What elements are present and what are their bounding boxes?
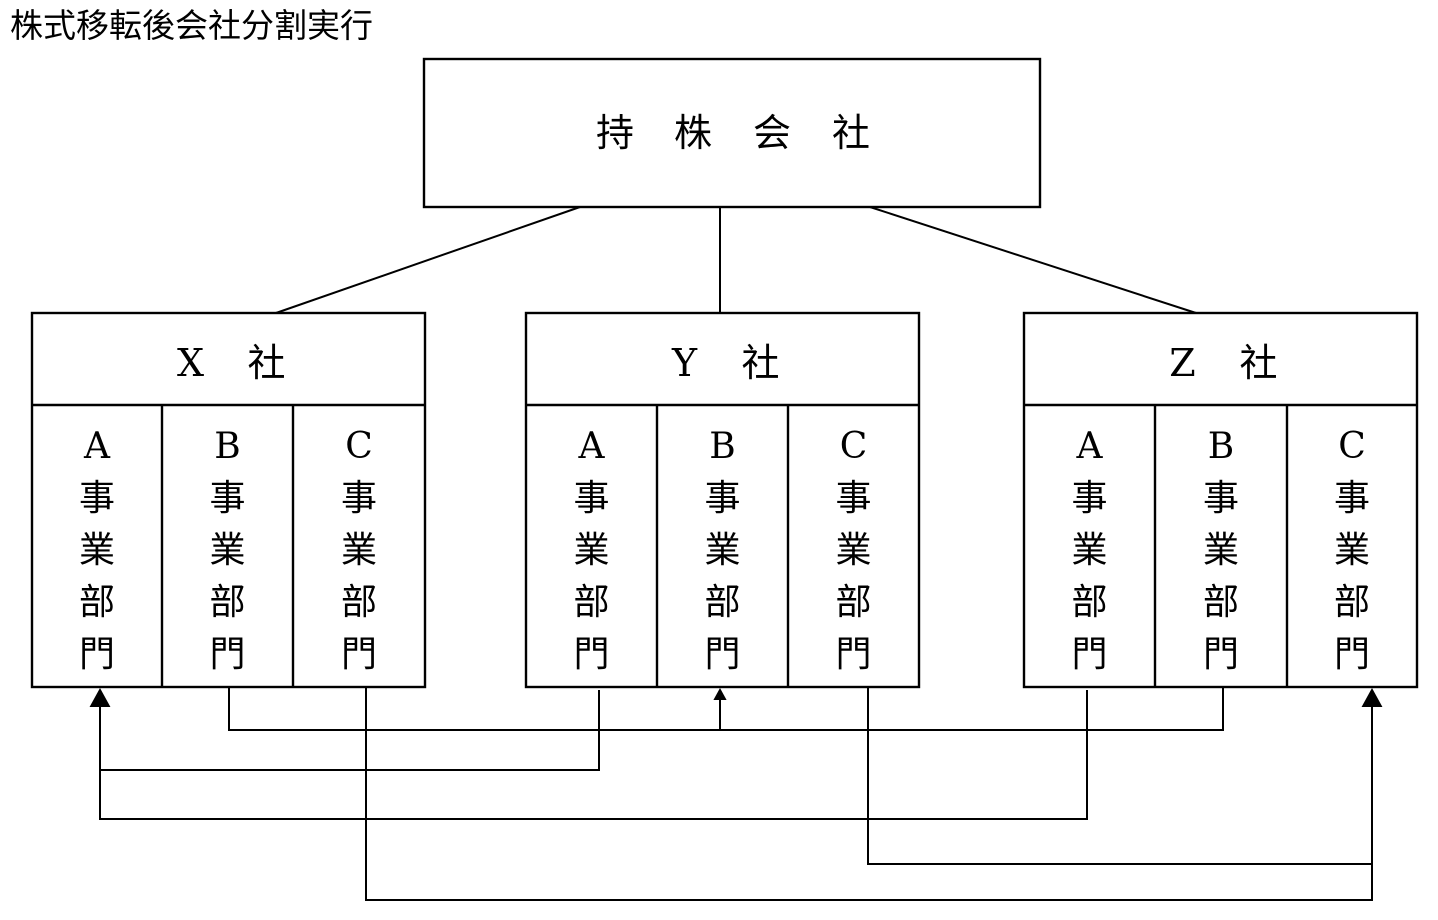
subsidiary-suffix: 社: [1239, 341, 1277, 385]
arrow-head-icon: [1361, 688, 1383, 707]
subsidiary-letter: Y: [671, 341, 698, 385]
division-label-char: 事: [704, 478, 740, 519]
division-label-char: 業: [573, 530, 609, 571]
division-label-char: 部: [1071, 582, 1107, 623]
holding-company-frame: [422, 57, 1042, 209]
division-label-char: 門: [1071, 634, 1107, 675]
division-label-char: 業: [1334, 530, 1370, 571]
division-label-char: 門: [704, 634, 740, 675]
division-letter: B: [1208, 426, 1234, 467]
transfer-line-z-a-to-x-a: [99, 690, 1088, 820]
ownership-line-z: [869, 206, 1197, 314]
division-letter: B: [214, 426, 240, 467]
division-label-char: 業: [1071, 530, 1107, 571]
division-label-char: 門: [835, 634, 871, 675]
division-label-char: 事: [1071, 478, 1107, 519]
holding-company-box: 持株会社: [422, 57, 1042, 209]
division-label-char: 業: [1203, 530, 1239, 571]
division-label-char: 事: [1334, 478, 1370, 519]
division-letter: C: [345, 426, 373, 467]
transfer-line-x-c-to-z-c: [365, 687, 1373, 901]
holding-company-label-char: 株: [674, 111, 712, 155]
division-label-char: 門: [1334, 634, 1370, 675]
division-letter: C: [1338, 426, 1366, 467]
division-label-char: 事: [1203, 478, 1239, 519]
division-letter: A: [578, 426, 606, 467]
subsidiary-frame: [1022, 311, 1419, 689]
subsidiary-frame: [30, 311, 427, 689]
division-label-char: 門: [573, 634, 609, 675]
subsidiary-suffix: 社: [741, 341, 779, 385]
division-label-char: 部: [209, 582, 245, 623]
transfer-line-y-c-to-z-c: [867, 687, 1372, 865]
division-label-char: 業: [835, 530, 871, 571]
division-label-char: 業: [704, 530, 740, 571]
division-label-char: 部: [1334, 582, 1370, 623]
division-label-char: 事: [341, 478, 377, 519]
division-label-char: 事: [835, 478, 871, 519]
division-label-char: 部: [341, 582, 377, 623]
ownership-line-x: [275, 206, 581, 314]
subsidiary-frame: [524, 311, 921, 689]
division-label-char: 事: [573, 478, 609, 519]
arrow-head-icon: [713, 688, 727, 700]
subsidiary-letter: X: [177, 341, 204, 385]
diagram-title: 株式移転後会社分割実行: [10, 6, 373, 45]
division-label-char: 業: [79, 530, 115, 571]
division-label-char: 部: [79, 582, 115, 623]
division-letter: A: [1076, 426, 1104, 467]
division-letter: B: [709, 426, 735, 467]
transfer-line-y-a-to-x-a: [100, 690, 600, 771]
division-label-char: 門: [79, 634, 115, 675]
division-label-char: 部: [704, 582, 740, 623]
holding-company-label-char: 会: [753, 111, 791, 155]
subsidiary-suffix: 社: [247, 341, 285, 385]
holding-company-label-char: 持: [596, 111, 634, 155]
division-letter: C: [840, 426, 868, 467]
division-label-char: 門: [341, 634, 377, 675]
division-label-char: 業: [341, 530, 377, 571]
subsidiary-letter: Z: [1169, 341, 1195, 385]
transfer-line-b-divisions: [228, 687, 1224, 731]
division-label-char: 部: [573, 582, 609, 623]
division-label-char: 事: [79, 478, 115, 519]
division-label-char: 部: [835, 582, 871, 623]
division-label-char: 部: [1203, 582, 1239, 623]
division-label-char: 業: [209, 530, 245, 571]
division-letter: A: [83, 426, 111, 467]
arrow-head-icon: [89, 688, 111, 707]
holding-company-label-char: 社: [832, 111, 870, 155]
division-label-char: 事: [209, 478, 245, 519]
division-label-char: 門: [209, 634, 245, 675]
division-label-char: 門: [1203, 634, 1239, 675]
